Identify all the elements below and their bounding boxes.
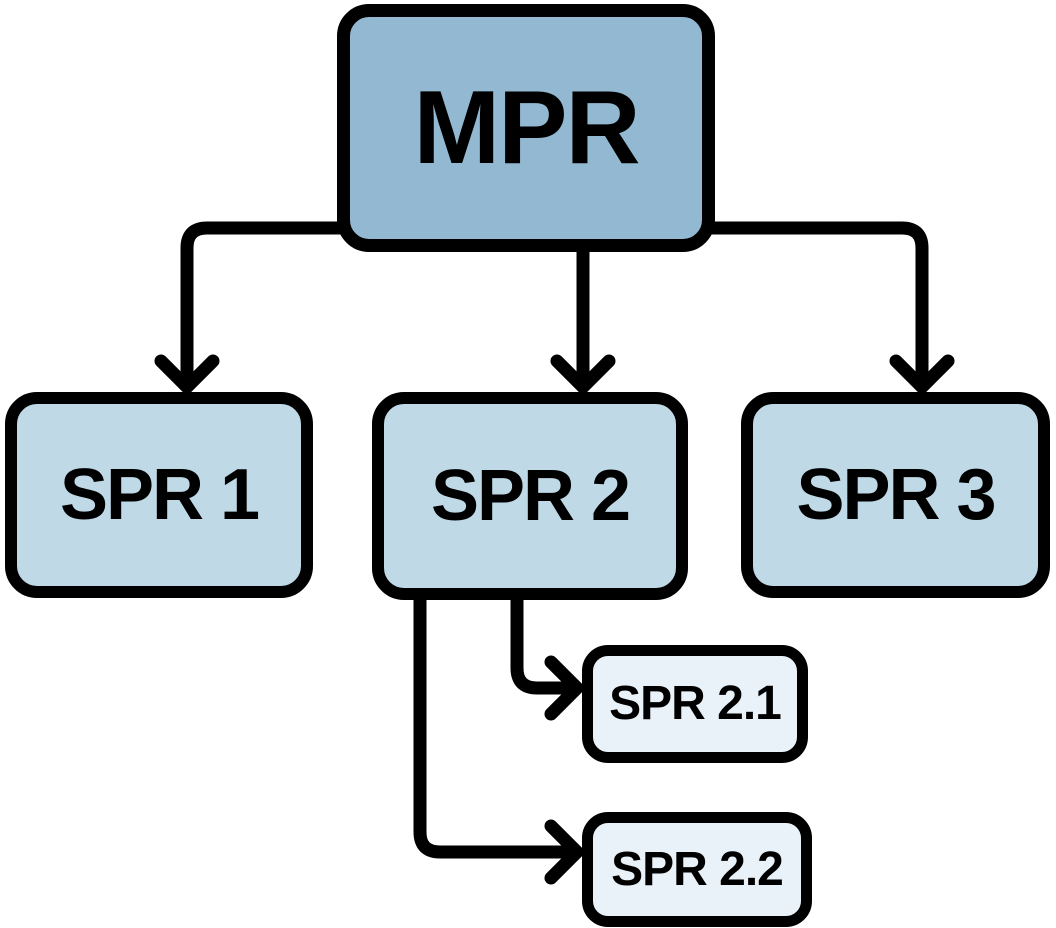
- node-spr1-label: SPR 1: [59, 455, 260, 535]
- node-spr22: SPR 2.2: [582, 812, 812, 927]
- node-spr2: SPR 2: [372, 392, 688, 600]
- connector-mpr-spr1: [180, 221, 352, 385]
- node-mpr: MPR: [337, 4, 715, 252]
- arrowhead-mpr-spr1: [154, 354, 220, 394]
- arrowhead-mpr-spr2: [550, 354, 616, 394]
- node-spr3: SPR 3: [741, 392, 1050, 598]
- arrowhead-spr2-spr21: [544, 655, 584, 721]
- arrowhead-spr2-spr22: [544, 819, 584, 885]
- node-spr1: SPR 1: [5, 392, 313, 598]
- arrowhead-mpr-spr3: [889, 354, 955, 394]
- node-spr21-label: SPR 2.1: [609, 677, 782, 730]
- connector-spr2-spr21: [510, 578, 571, 695]
- connector-mpr-spr3: [698, 221, 929, 385]
- connector-spr2-spr22: [413, 578, 571, 859]
- node-spr22-label: SPR 2.2: [611, 842, 784, 896]
- node-spr3-label: SPR 3: [796, 455, 996, 535]
- node-spr2-label: SPR 2: [430, 456, 631, 536]
- node-mpr-label: MPR: [413, 70, 640, 186]
- node-spr21: SPR 2.1: [582, 645, 808, 763]
